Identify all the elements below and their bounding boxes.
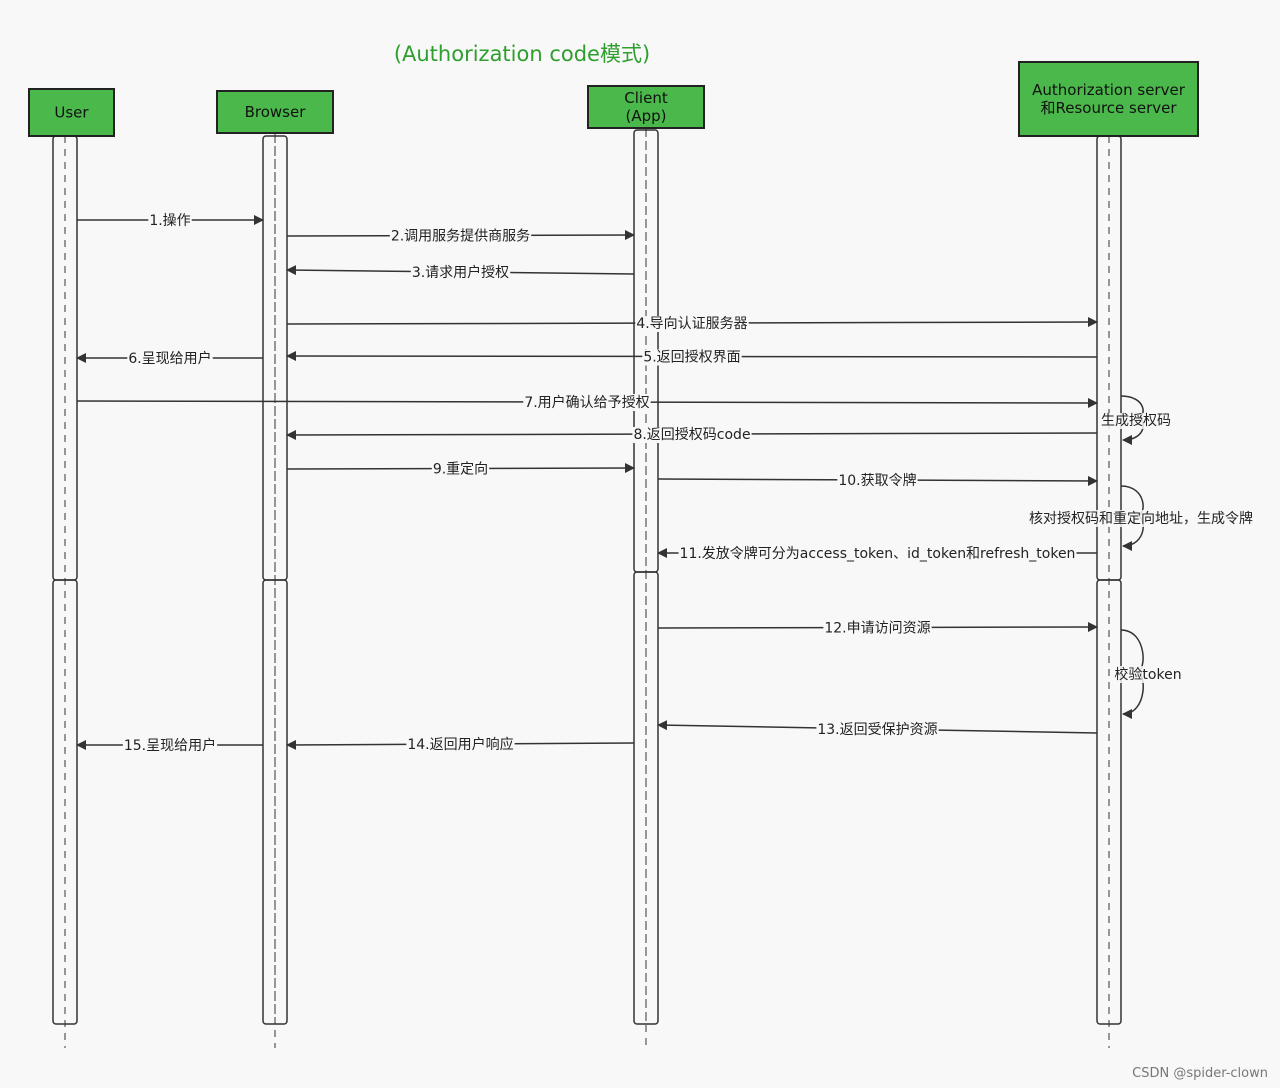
actor-label-server: Authorization server [1032,81,1186,99]
message-label-bg [837,472,918,489]
message-label-bg [127,350,213,367]
message-label: 9.重定向 [433,462,488,478]
message-m13: 13.返回受保护资源 [657,720,1098,738]
message-label: 14.返回用户响应 [407,736,513,753]
message-m10: 10.获取令牌 [657,472,1098,489]
message-m3: 3.请求用户授权 [286,264,635,281]
message-label: 15.呈现给用户 [124,737,216,754]
message-label-bg [678,545,1077,562]
self-note-label-bg [1113,666,1183,683]
message-label-bg [406,736,515,753]
lifelines [52,128,1122,1048]
message-label: 7.用户确认给予授权 [524,394,649,411]
message-label-bg [431,461,490,478]
message-label-bg [523,394,651,411]
self-note-n3: 校验token [1113,629,1183,719]
message-label: 4.导向认证服务器 [636,316,747,332]
message-label-bg [642,349,742,366]
actor-browser: Browser [216,90,334,134]
actor-box-user [28,88,115,137]
message-m4: 4.导向认证服务器 [286,316,1098,332]
message-m5: 5.返回授权界面 [286,349,1098,366]
message-m2: 2.调用服务提供商服务 [286,228,635,245]
message-label: 5.返回授权界面 [643,350,740,366]
message-m14: 14.返回用户响应 [286,736,635,753]
self-note-label: 生成授权码 [1101,413,1171,429]
message-m9: 9.重定向 [286,461,635,478]
message-label: 2.调用服务提供商服务 [391,229,530,245]
message-label: 10.获取令牌 [838,472,916,489]
self-note-label-bg [1028,510,1254,527]
message-label-bg [148,213,192,229]
message-m12: 12.申请访问资源 [657,620,1098,637]
messages: 1.操作 2.调用服务提供商服务 3.请求用户授权 4.导向认证服务器 5.返回授权界面… [76,213,1098,754]
self-note-n1: 生成授权码 [1100,395,1172,445]
actor-box-client [587,85,705,129]
message-label-bg [122,737,218,754]
actor-box-browser [216,90,334,134]
message-label-bg [635,316,749,332]
actor-box-server [1018,61,1199,137]
message-label: 6.呈现给用户 [128,350,211,367]
message-label-bg [410,264,511,281]
actor-label-browser: Browser [245,103,307,121]
message-label: 8.返回授权码code [633,427,750,443]
actor-label-client: (App) [625,107,666,125]
message-m7: 7.用户确认给予授权 [76,394,1098,411]
message-m8: 8.返回授权码code [286,427,1098,443]
actor-label-server: 和Resource server [1040,99,1177,117]
message-label: 3.请求用户授权 [412,264,509,281]
message-m11: 11.发放令牌可分为access_token、id_token和refresh_… [657,545,1097,562]
diagram-title: (Authorization code模式) [394,42,650,66]
message-label: 12.申请访问资源 [824,621,930,637]
actor-user: User [28,88,115,137]
message-m6: 6.呈现给用户 [76,350,263,367]
actor-boxes: User Browser Client(App) Authorization serv… [28,61,1199,137]
message-label-bg [632,427,752,443]
self-note-label: 核对授权码和重定向地址，生成令牌 [1029,510,1253,527]
message-label: 13.返回受保护资源 [817,722,937,738]
message-label-bg [816,722,939,738]
self-note-n2: 核对授权码和重定向地址，生成令牌 [1028,485,1254,551]
self-note-label: 校验token [1114,666,1181,683]
message-label-bg [389,228,532,245]
watermark: CSDN @spider-clown [1132,1066,1268,1081]
self-note-label-bg [1100,413,1172,429]
actor-label-client: Client [624,89,668,107]
actor-label-user: User [54,104,89,122]
message-label: 1.操作 [149,213,190,229]
message-label: 11.发放令牌可分为access_token、id_token和refresh_… [680,545,1076,562]
actor-client: Client(App) [587,85,705,129]
message-m1: 1.操作 [77,213,264,229]
message-label-bg [823,620,932,637]
message-m15: 15.呈现给用户 [76,737,263,754]
